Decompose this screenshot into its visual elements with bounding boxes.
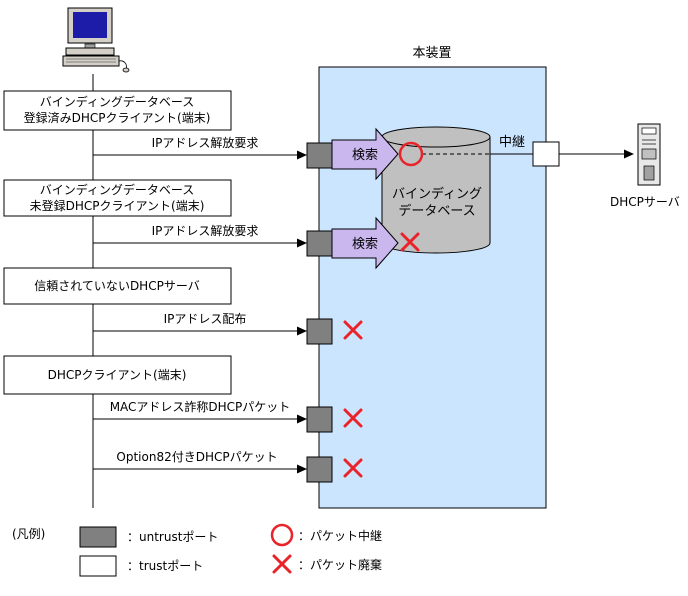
legend-relay-label: ：パケット中継: [298, 528, 382, 543]
legend-untrust-label: ：untrustポート: [127, 530, 218, 544]
search-label: 検索: [352, 237, 378, 252]
legend-trust-label: ：trustポート: [127, 559, 203, 573]
box-line: バインディングデータベース: [40, 94, 195, 109]
untrust-port: [306, 406, 333, 433]
legend-untrust-swatch: [79, 526, 117, 548]
legend-title: (凡例): [12, 527, 45, 541]
legend-relay-circle-icon: [270, 523, 294, 547]
untrust-port: [306, 230, 333, 257]
database-label: バインディング: [392, 186, 482, 202]
legend: (凡例) ：untrustポート ：trustポート ：パケット中継 ：パケット…: [12, 523, 382, 577]
legend-discard-label: ：パケット廃棄: [298, 557, 382, 572]
untrust-port: [306, 318, 333, 345]
dhcp-server-icon: [637, 123, 661, 186]
box-line: 未登録DHCPクライアント(端末): [30, 198, 205, 213]
untrust-port: [306, 456, 333, 483]
box-line: バインディングデータベース: [40, 182, 195, 197]
device-title: 本装置: [412, 46, 451, 61]
box-line: DHCPクライアント(端末): [48, 368, 187, 382]
arrow-label: Option82付きDHCPパケット: [116, 450, 277, 464]
relay-circle-mark: [398, 141, 424, 167]
discard-x-mark: [400, 232, 420, 252]
search-arrow-unregistered: 検索: [331, 216, 399, 270]
discard-x-mark: [343, 320, 363, 340]
arrow-option82: Option82付きDHCPパケット: [93, 450, 307, 474]
box-line: 登録済みDHCPクライアント(端末): [24, 110, 211, 125]
arrow-label: IPアドレス解放要求: [152, 135, 259, 150]
untrust-port: [306, 142, 333, 169]
trust-port: [532, 141, 560, 167]
pc-client-icon: [62, 7, 130, 73]
search-arrow-registered: 検索: [331, 127, 399, 181]
arrow-mac-spoof: MACアドレス詐称DHCPパケット: [93, 399, 307, 424]
binding-database-cylinder: バインディング データベース: [381, 126, 491, 254]
search-label: 検索: [352, 148, 378, 163]
desc-box-untrusted-server: 信頼されていないDHCPサーバ: [3, 267, 232, 305]
arrow-release-registered: IPアドレス解放要求: [93, 135, 307, 160]
legend-trust-swatch: [79, 555, 117, 577]
dhcp-server-label: DHCPサーバ: [610, 195, 680, 209]
discard-x-mark: [343, 458, 363, 478]
arrow-to-server-head: [624, 149, 634, 159]
relay-label: 中継: [499, 135, 525, 150]
desc-box-unregistered: バインディングデータベース 未登録DHCPクライアント(端末): [3, 179, 232, 217]
arrow-label: IPアドレス解放要求: [152, 223, 259, 238]
discard-x-mark: [343, 408, 363, 428]
database-label: データベース: [398, 203, 475, 219]
legend-discard-x-icon: [272, 554, 292, 574]
arrow-label: MACアドレス詐称DHCPパケット: [110, 399, 291, 414]
desc-box-registered: バインディングデータベース 登録済みDHCPクライアント(端末): [3, 90, 232, 131]
arrow-ip-distribution: IPアドレス配布: [93, 312, 307, 336]
arrow-release-unregistered: IPアドレス解放要求: [93, 223, 307, 248]
box-line: 信頼されていないDHCPサーバ: [34, 279, 199, 293]
desc-box-dhcp-client: DHCPクライアント(端末): [3, 355, 232, 395]
arrow-label: IPアドレス配布: [164, 312, 247, 326]
